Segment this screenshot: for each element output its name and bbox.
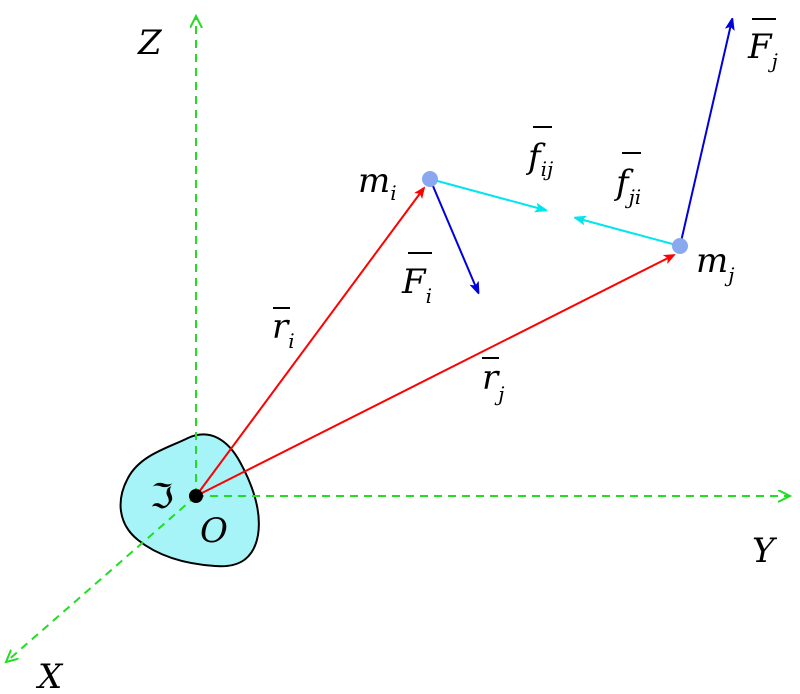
external-force-f-j [679, 20, 732, 247]
f-ji-internal-label: fji [613, 152, 641, 209]
svg-text:ri: ri [272, 307, 295, 353]
svg-text:fij: fij [525, 137, 553, 181]
origin-label: O [200, 511, 228, 551]
r-j-label: rj [482, 357, 504, 406]
frame-label: ℑ [150, 477, 174, 517]
svg-text:Fi: Fi [401, 262, 432, 308]
x-axis-label: X [35, 657, 64, 694]
internal-force-f-ji [576, 218, 681, 247]
z-axis-label: Z [137, 23, 163, 63]
origin-point [189, 489, 203, 503]
r-i-label: ri [272, 307, 295, 353]
internal-force-f-ij [429, 178, 545, 210]
m-j-label: mj [696, 241, 734, 287]
particle-m-i [422, 171, 438, 187]
f-ij-internal-label: fij [525, 126, 553, 181]
svg-text:fji: fji [613, 163, 641, 209]
svg-text:rj: rj [482, 358, 504, 406]
f-j-external-label: Fj [747, 18, 778, 73]
position-vector-r-j [195, 254, 676, 497]
particle-m-j [672, 238, 688, 254]
m-i-label: mi [358, 161, 397, 205]
svg-text:Fj: Fj [747, 27, 778, 73]
position-vector-r-i [195, 186, 426, 497]
x-axis [6, 495, 197, 662]
f-i-external-label: Fi [401, 252, 432, 308]
y-axis-label: Y [752, 531, 778, 571]
external-force-f-i [429, 178, 478, 292]
